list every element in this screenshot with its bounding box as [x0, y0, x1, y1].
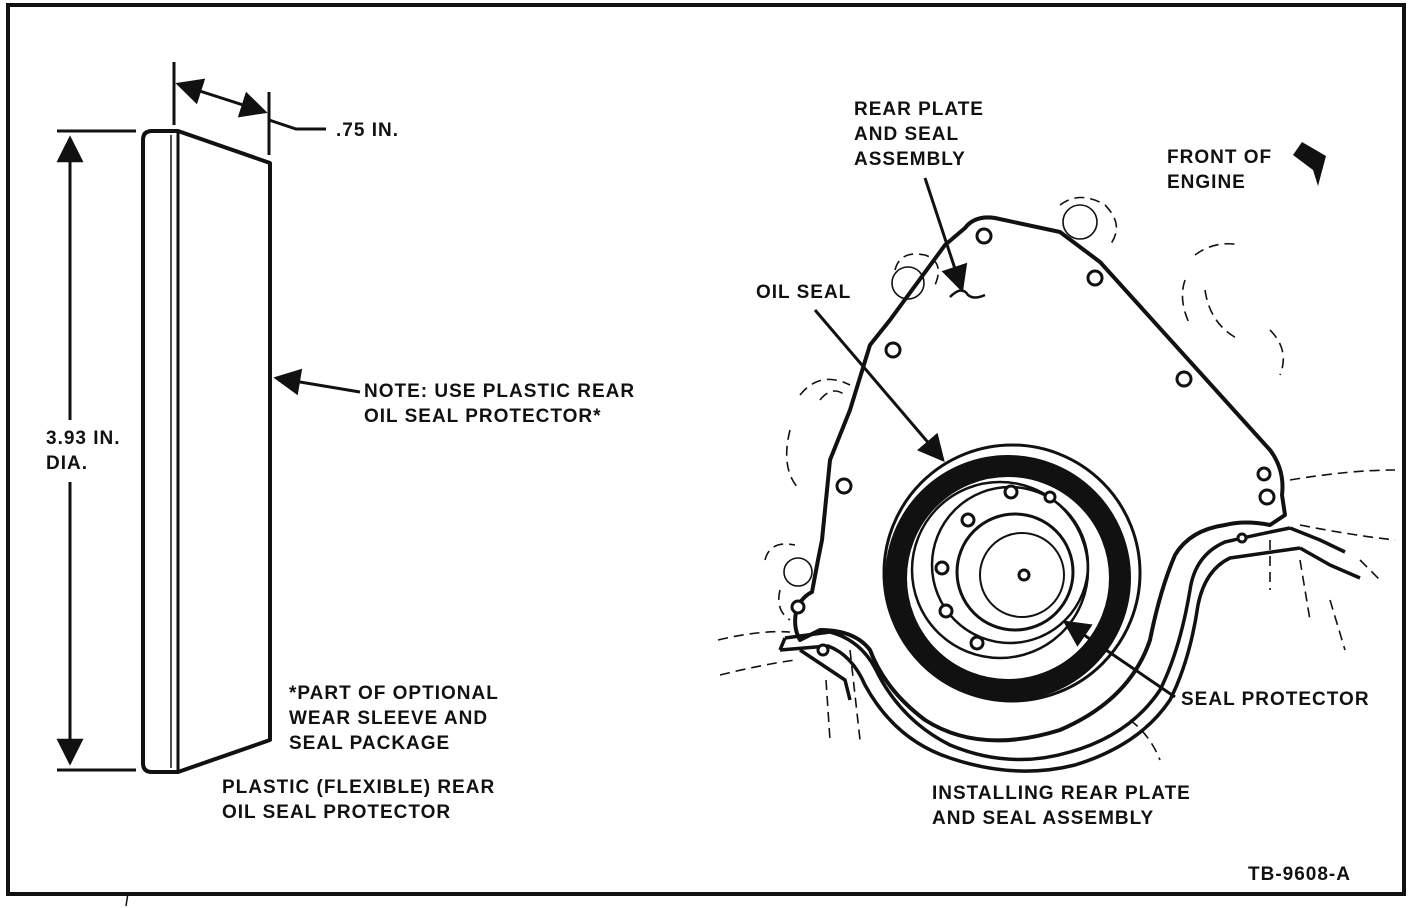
oil-seal-assembly	[882, 443, 1142, 703]
optional-package-footnote: *PART OF OPTIONAL WEAR SLEEVE AND SEAL P…	[289, 683, 499, 754]
installation-caption: INSTALLING REAR PLATE AND SEAL ASSEMBLY	[932, 783, 1191, 829]
width-dimension-label: .75 IN.	[336, 120, 399, 141]
rear-plate-leader-arrow	[923, 177, 968, 293]
seal-protector-sleeve	[141, 129, 272, 774]
seal-protector-leader-arrow	[1062, 620, 1176, 699]
protector-caption: PLASTIC (FLEXIBLE) REAR OIL SEAL PROTECT…	[222, 777, 496, 823]
protector-note: NOTE: USE PLASTIC REAR OIL SEAL PROTECTO…	[364, 381, 636, 427]
rear-plate-tag	[949, 289, 986, 299]
oil-seal-leader-arrow	[813, 309, 945, 463]
lower-flange	[778, 526, 1361, 773]
diameter-dimension-line	[56, 129, 136, 772]
figure-id: TB-9608-A	[1248, 864, 1351, 885]
figure-border	[6, 3, 1406, 896]
rear-plate	[793, 215, 1287, 743]
plate-bolt-holes	[790, 227, 1276, 657]
diameter-dimension-label: 3.93 IN. DIA.	[46, 424, 121, 478]
seal-protector-label: SEAL PROTECTOR	[1181, 689, 1370, 710]
front-of-engine-label: FRONT OF ENGINE	[1167, 147, 1273, 193]
oil-seal-label: OIL SEAL	[756, 282, 852, 303]
note-leader-arrow	[273, 368, 361, 396]
print-mark	[125, 892, 129, 907]
rear-plate-label: REAR PLATE AND SEAL ASSEMBLY	[854, 99, 984, 170]
front-of-engine-arrow	[1293, 142, 1326, 186]
width-dimension-line	[172, 62, 326, 155]
engine-block-outline	[717, 196, 1396, 761]
